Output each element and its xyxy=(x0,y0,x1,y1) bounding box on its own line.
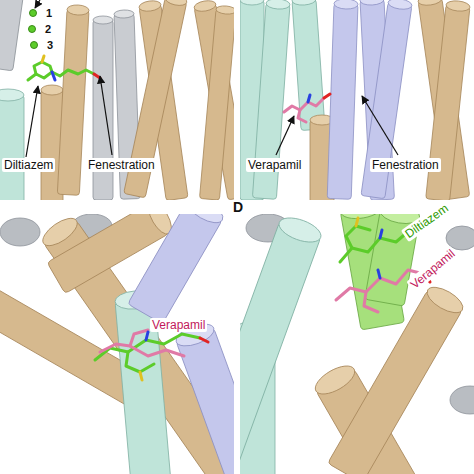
drug-label: Diltiazem xyxy=(2,158,55,172)
leader-lines xyxy=(26,0,398,157)
panel-b-helices xyxy=(240,0,470,200)
drug-label: Verapamil xyxy=(406,245,459,293)
drug-label: Verapamil xyxy=(150,318,207,332)
panel-a-helices xyxy=(0,0,234,200)
fenestration-label: Fenestration xyxy=(370,158,441,172)
panel-d-helices xyxy=(240,214,474,474)
callout-number: 2 xyxy=(43,22,53,36)
callout-number: 1 xyxy=(44,6,54,20)
callout-number: 3 xyxy=(45,38,55,52)
panel-c-helices xyxy=(0,214,234,474)
fenestration-label: Fenestration xyxy=(86,158,157,172)
panel-letter: D xyxy=(231,200,245,214)
drug-label: Verapamil xyxy=(246,158,303,172)
